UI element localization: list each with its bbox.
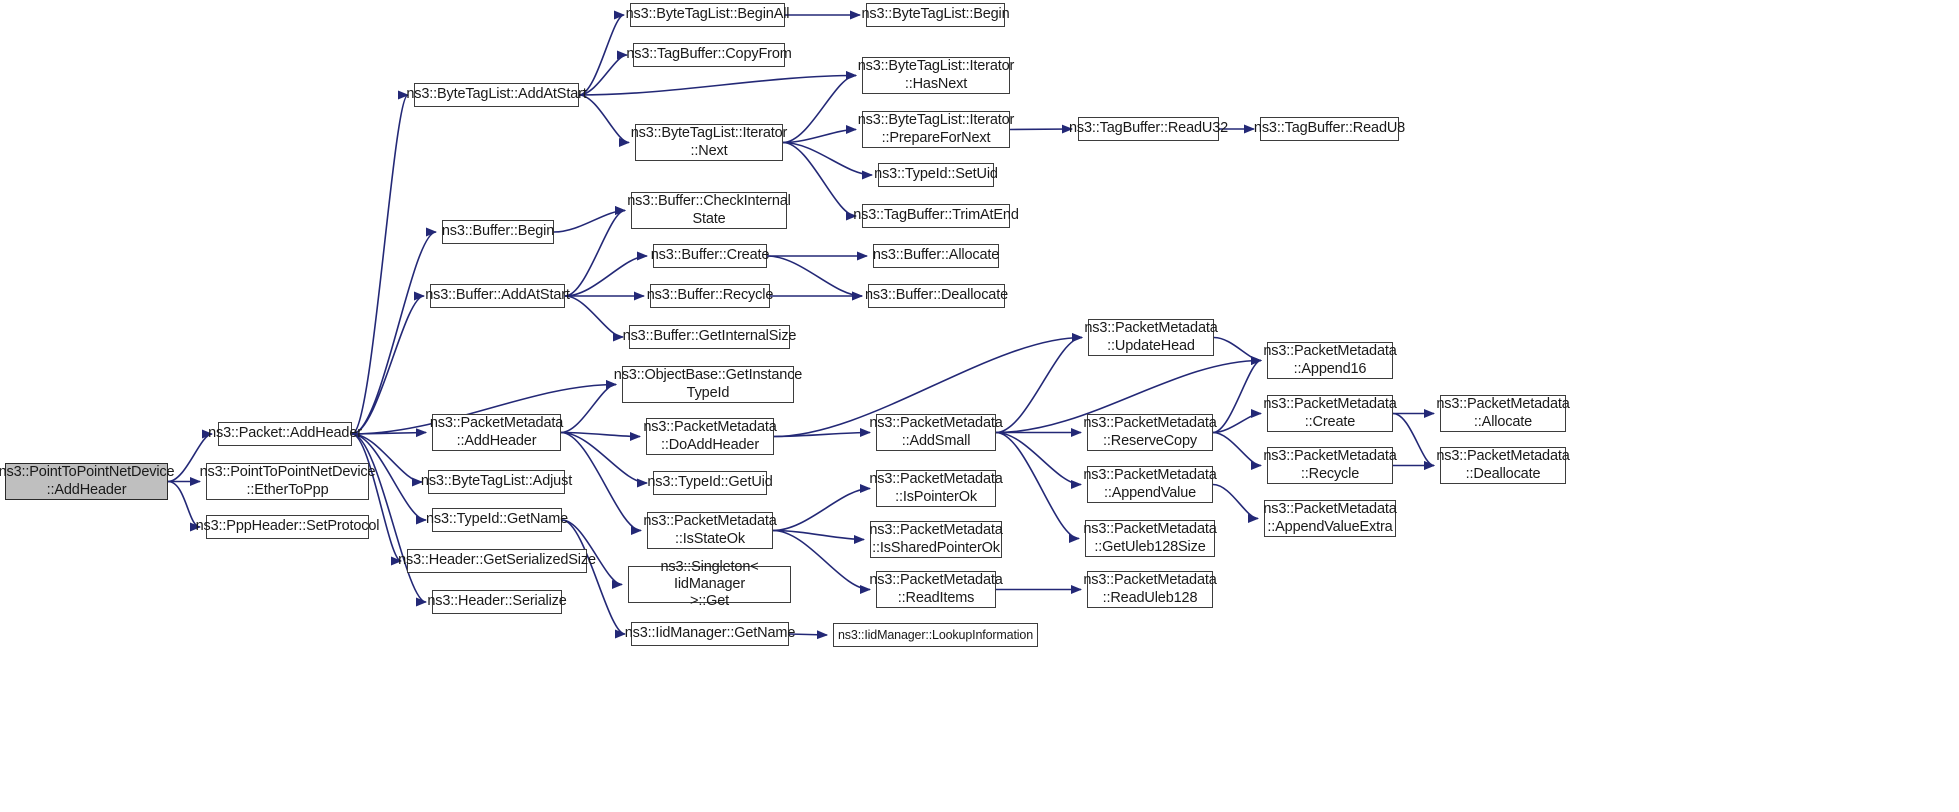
graph-edge xyxy=(1212,431,1263,470)
graph-node[interactable]: ns3::ObjectBase::GetInstance TypeId xyxy=(614,366,802,403)
graph-edge xyxy=(553,206,627,233)
graph-node[interactable]: ns3::PacketMetadata ::ReadItems xyxy=(869,571,1003,608)
graph-node[interactable]: ns3::Buffer::Deallocate xyxy=(865,284,1008,308)
graph-edge xyxy=(564,206,627,297)
graph-node[interactable]: ns3::TypeId::GetName xyxy=(426,508,568,532)
graph-node[interactable]: ns3::ByteTagList::Iterator ::PrepareForN… xyxy=(858,111,1014,148)
graph-node[interactable]: ns3::ByteTagList::Iterator ::HasNext xyxy=(858,57,1014,94)
graph-node[interactable]: ns3::PacketMetadata ::Recycle xyxy=(1263,447,1397,484)
graph-node[interactable]: ns3::ByteTagList::BeginAll xyxy=(626,3,790,27)
graph-edge xyxy=(772,484,872,532)
graph-node[interactable]: ns3::PacketMetadata ::AddHeader xyxy=(430,414,563,451)
graph-edge xyxy=(782,141,874,180)
graph-node[interactable]: ns3::TagBuffer::ReadU32 xyxy=(1069,117,1228,141)
graph-node[interactable]: ns3::PacketMetadata ::ReadUleb128 xyxy=(1083,571,1217,608)
graph-edge xyxy=(1212,483,1260,523)
graph-node[interactable]: ns3::Singleton< IidManager >::Get xyxy=(628,559,791,609)
graph-edge xyxy=(995,431,1081,543)
graph-node[interactable]: ns3::TypeId::SetUid xyxy=(874,163,998,187)
graph-node[interactable]: ns3::PacketMetadata ::DoAddHeader xyxy=(643,418,777,455)
graph-node[interactable]: ns3::ByteTagList::Iterator ::Next xyxy=(631,124,787,161)
graph-node[interactable]: ns3::PacketMetadata ::Deallocate xyxy=(1436,447,1570,484)
graph-node[interactable]: ns3::ByteTagList::Begin xyxy=(861,3,1010,27)
graph-edge xyxy=(772,529,866,544)
graph-node[interactable]: ns3::PacketMetadata ::IsPointerOk xyxy=(869,470,1003,507)
graph-node[interactable]: ns3::IidManager::LookupInformation xyxy=(833,623,1038,647)
graph-node[interactable]: ns3::PacketMetadata ::GetUleb128Size xyxy=(1083,520,1217,557)
graph-edge xyxy=(995,431,1083,489)
graph-node[interactable]: ns3::PointToPointNetDevice ::EtherToPpp xyxy=(200,463,376,500)
graph-node[interactable]: ns3::PacketMetadata ::AppendValue xyxy=(1083,466,1217,503)
graph-edge xyxy=(564,295,625,342)
graph-edge xyxy=(578,71,858,96)
graph-edge xyxy=(782,71,858,144)
graph-node[interactable]: ns3::Header::GetSerializedSize xyxy=(398,549,596,573)
graph-edge xyxy=(782,125,858,144)
graph-node[interactable]: ns3::Buffer::AddAtStart xyxy=(425,284,570,308)
graph-edge xyxy=(561,519,627,639)
graph-node[interactable]: ns3::TagBuffer::TrimAtEnd xyxy=(853,204,1019,228)
graph-edge xyxy=(1212,409,1263,434)
graph-node[interactable]: ns3::PacketMetadata ::Append16 xyxy=(1263,342,1397,379)
graph-node[interactable]: ns3::PacketMetadata ::IsStateOk xyxy=(643,512,777,549)
graph-node[interactable]: ns3::PacketMetadata ::IsSharedPointerOk xyxy=(869,521,1003,558)
graph-edge xyxy=(560,431,649,488)
graph-edge xyxy=(560,431,643,535)
graph-node[interactable]: ns3::PacketMetadata ::Create xyxy=(1263,395,1397,432)
graph-node[interactable]: ns3::PacketMetadata ::UpdateHead xyxy=(1084,319,1218,356)
graph-node[interactable]: ns3::TagBuffer::ReadU8 xyxy=(1254,117,1405,141)
graph-edge xyxy=(995,333,1084,434)
graph-node[interactable]: ns3::PacketMetadata ::AddSmall xyxy=(869,414,1003,451)
graph-edge xyxy=(351,291,426,435)
graph-node[interactable]: ns3::Buffer::Create xyxy=(651,244,769,268)
graph-edge xyxy=(1212,356,1263,434)
graph-node[interactable]: ns3::Buffer::CheckInternal State xyxy=(627,192,791,229)
graph-node[interactable]: ns3::TagBuffer::CopyFrom xyxy=(626,43,792,67)
graph-edge xyxy=(773,428,872,438)
graph-node[interactable]: ns3::Packet::AddHeader xyxy=(208,422,362,446)
graph-node[interactable]: ns3::Buffer::GetInternalSize xyxy=(623,325,796,349)
graph-edge xyxy=(1392,412,1436,470)
graph-node[interactable]: ns3::PacketMetadata ::AppendValueExtra xyxy=(1263,500,1397,537)
graph-node[interactable]: ns3::TypeId::GetUid xyxy=(647,471,773,495)
graph-edge xyxy=(560,380,618,434)
graph-edge xyxy=(351,90,410,435)
graph-edge xyxy=(1009,124,1074,134)
graph-node[interactable]: ns3::Header::Serialize xyxy=(427,590,567,614)
graph-node[interactable]: ns3::PppHeader::SetProtocol xyxy=(196,515,380,539)
graph-edge xyxy=(351,428,428,438)
graph-node[interactable]: ns3::ByteTagList::Adjust xyxy=(421,470,572,494)
graph-node[interactable]: ns3::Buffer::Allocate xyxy=(873,244,999,268)
graph-node[interactable]: ns3::Buffer::Recycle xyxy=(647,284,773,308)
graph-edge xyxy=(578,10,626,96)
graph-node[interactable]: ns3::PacketMetadata ::Allocate xyxy=(1436,395,1570,432)
graph-node[interactable]: ns3::ByteTagList::AddAtStart xyxy=(406,83,587,107)
graph-edge xyxy=(1213,336,1263,365)
graph-edge xyxy=(766,255,864,301)
graph-node[interactable]: ns3::Buffer::Begin xyxy=(442,220,554,244)
graph-edge xyxy=(564,251,649,297)
graph-node[interactable]: ns3::IidManager::GetName xyxy=(625,622,795,646)
graph-edge xyxy=(560,431,642,441)
graph-node[interactable]: ns3::PacketMetadata ::ReserveCopy xyxy=(1083,414,1217,451)
graph-edge xyxy=(782,141,858,221)
graph-edge xyxy=(351,227,438,435)
graph-node[interactable]: ns3::PointToPointNetDevice ::AddHeader xyxy=(0,463,175,500)
